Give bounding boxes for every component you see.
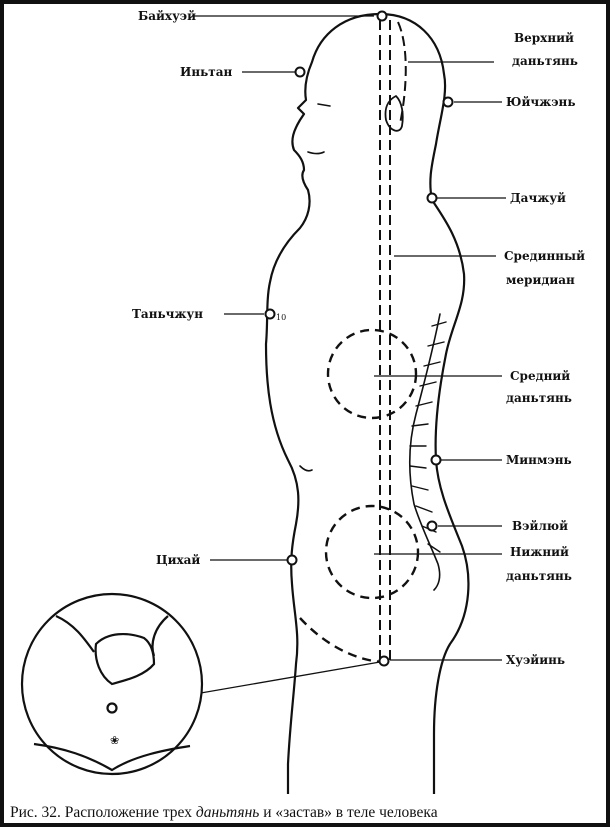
body-diagram: ❀ Байхуэй Иньтан Верхний даньтянь Юйчжэн… — [20, 9, 585, 794]
label-lower-dantian-1: Нижний — [510, 545, 569, 559]
figure-caption: Рис. 32. Расположение трех даньтянь и «з… — [10, 804, 608, 822]
spine — [408, 313, 441, 591]
body-front-outline — [264, 12, 382, 794]
point-huiyin — [378, 655, 390, 667]
pelvis-dashed-curve — [299, 617, 383, 664]
ear — [384, 95, 404, 132]
label-baihui: Байхуэй — [138, 9, 196, 23]
label-middle-dantian-1: Средний — [510, 369, 570, 383]
point-baihui — [376, 10, 388, 22]
label-median-1: Срединный — [504, 249, 585, 263]
point-dazhui — [426, 192, 438, 204]
label-upper-dantian-1: Верхний — [514, 31, 574, 45]
label-mingmen: Минмэнь — [506, 453, 572, 467]
label-tanzhong: Таньчжун — [132, 307, 203, 321]
label-yintang: Иньтан — [180, 65, 232, 79]
label-yuzhen: Юйчжэнь — [506, 95, 575, 109]
point-yuzhen — [442, 96, 454, 108]
caption-italic-term: даньтянь — [195, 804, 260, 821]
label-weilu: Вэйлюй — [512, 519, 568, 533]
point-tanzhong — [264, 308, 276, 320]
point-qihai — [286, 554, 298, 566]
label-huiyin: Хуэйинь — [506, 653, 565, 667]
point-mingmen — [430, 454, 442, 466]
tanzhong-mark: 10 — [276, 313, 286, 322]
inset-point-huiyin — [106, 702, 118, 714]
label-lower-dantian-2: даньтянь — [506, 569, 572, 583]
upper-channel-curve — [397, 21, 407, 125]
label-median-2: меридиан — [506, 273, 575, 287]
label-upper-dantian-2: даньтянь — [512, 54, 578, 68]
label-dazhui: Дачжуй — [510, 191, 566, 205]
inset-magnifier: ❀ — [20, 592, 204, 776]
label-middle-dantian-2: даньтянь — [506, 391, 572, 405]
middle-dantian-circle — [326, 328, 418, 420]
label-qihai: Цихай — [156, 553, 200, 567]
point-weilu — [426, 520, 438, 532]
point-yintang — [294, 66, 306, 78]
caption-suffix: и «застав» в теле человека — [259, 804, 438, 821]
lower-dantian-circle — [324, 504, 420, 600]
caption-prefix: Рис. 32. Расположение трех — [10, 804, 196, 821]
svg-text:❀: ❀ — [110, 734, 119, 747]
